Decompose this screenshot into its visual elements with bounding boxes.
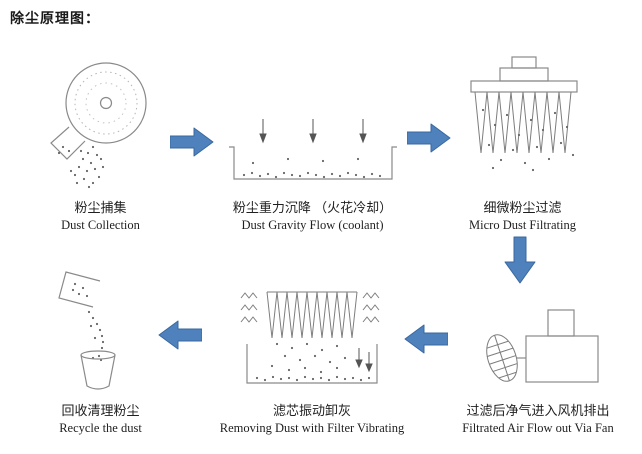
fan-impeller bbox=[486, 334, 518, 382]
stage-filter-vibrating: 滤芯振动卸灰 Removing Dust with Filter Vibrati… bbox=[212, 286, 412, 436]
filter-pleats bbox=[266, 291, 358, 339]
dust-spray-dots bbox=[57, 145, 104, 189]
stage-label-en: Recycle the dust bbox=[59, 421, 142, 435]
filtered-dust-dots bbox=[481, 108, 574, 172]
stage-label-en: Removing Dust with Filter Vibrating bbox=[219, 421, 405, 435]
stage-recycle: 回收清理粉尘 Recycle the dust bbox=[38, 266, 163, 436]
stage-label-zh: 粉尘捕集 bbox=[74, 200, 127, 215]
flow-arrow-down bbox=[504, 236, 536, 284]
settled-dust-dots bbox=[242, 157, 381, 179]
collection-bucket-figure bbox=[58, 271, 116, 390]
down-flow-arrows bbox=[258, 119, 367, 144]
stage-label-zh: 细微粉尘过滤 bbox=[483, 200, 562, 215]
stage-label-zh: 粉尘重力沉降 （火花冷却） bbox=[232, 200, 393, 215]
fan-blower-figure bbox=[486, 309, 599, 383]
stage-label-en: Filtrated Air Flow out Via Fan bbox=[462, 421, 614, 435]
stage-label-zh: 过滤后净气进入风机排出 bbox=[466, 403, 610, 418]
stage-label-en: Dust Gravity Flow (coolant) bbox=[241, 218, 384, 232]
collection-bucket bbox=[80, 354, 116, 390]
pleated-filter-unit-figure bbox=[469, 56, 578, 172]
stage-label-en: Dust Collection bbox=[61, 218, 140, 232]
page-title: 除尘原理图： bbox=[10, 10, 100, 26]
flow-arrow-left-1 bbox=[404, 324, 448, 354]
settling-tray-figure bbox=[228, 119, 397, 180]
stage-gravity-settling: 粉尘重力沉降 （火花冷却） Dust Gravity Flow (coolant… bbox=[225, 55, 400, 233]
stage-micro-filtrating: 细微粉尘过滤 Micro Dust Filtrating bbox=[460, 55, 585, 233]
grinding-wheel-figure bbox=[49, 62, 147, 189]
stage-fan-outlet: 过滤后净气进入风机排出 Filtrated Air Flow out Via F… bbox=[452, 286, 624, 436]
vibration-waves bbox=[240, 292, 380, 323]
dust-chute bbox=[58, 271, 101, 308]
stage-dust-collection: 粉尘捕集 Dust Collection bbox=[38, 55, 163, 233]
stage-label-zh: 回收清理粉尘 bbox=[61, 403, 140, 418]
flow-arrow-right-1 bbox=[170, 127, 214, 157]
filter-pleats bbox=[474, 91, 571, 154]
stage-label-zh: 滤芯振动卸灰 bbox=[272, 403, 351, 418]
flow-arrow-right-2 bbox=[407, 123, 451, 153]
falling-dust-dots bbox=[255, 342, 371, 382]
recycle-dust-dots bbox=[71, 282, 105, 362]
flow-arrow-left-2 bbox=[158, 320, 202, 350]
vibrating-filter-figure bbox=[240, 291, 380, 384]
stage-label-en: Micro Dust Filtrating bbox=[469, 218, 576, 232]
dust-fall-arrows bbox=[355, 348, 373, 373]
